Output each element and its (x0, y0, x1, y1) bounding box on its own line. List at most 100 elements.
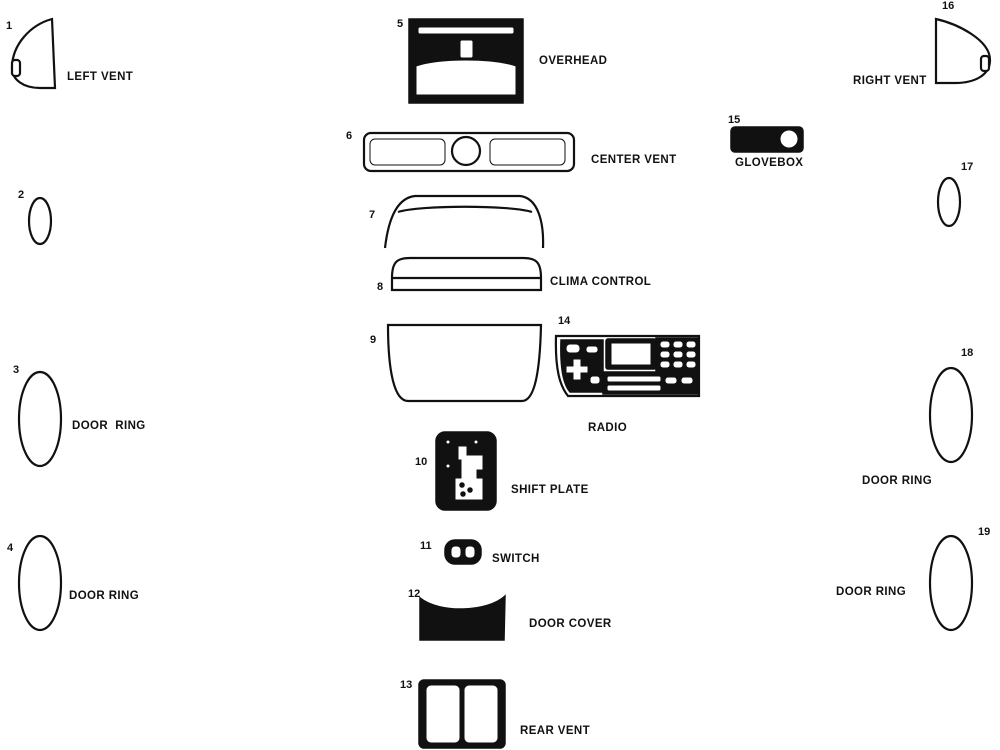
part-number: 14 (558, 315, 571, 327)
radio-key (664, 376, 678, 385)
switch-opening-right (464, 545, 476, 559)
center-vent-right-opening (489, 138, 566, 166)
part-number: 16 (942, 0, 954, 12)
center-vent-knob (450, 135, 482, 167)
radio-key (659, 360, 671, 369)
part-number: 3 (13, 364, 19, 376)
panel-shape (386, 323, 543, 403)
part-label: RADIO (588, 422, 627, 434)
part-4-door-ring: 4 DOOR RING (7, 534, 139, 632)
part-17-oval: 17 (936, 161, 973, 228)
radio-key (685, 360, 697, 369)
part-10-shift-plate: 10 SHIFT PLATE (415, 431, 589, 511)
part-1-left-vent: 1 LEFT VENT (6, 17, 133, 90)
part-number: 12 (408, 588, 420, 600)
door-cover-shape (419, 594, 506, 641)
radio-preset-bar (606, 384, 662, 392)
part-number: 11 (420, 540, 432, 552)
part-number: 7 (369, 209, 375, 221)
bezel-inner (397, 205, 533, 214)
oval-ring (27, 196, 53, 246)
shift-dot (467, 487, 473, 493)
part-number: 18 (961, 347, 973, 359)
part-13-rear-vent: 13 REAR VENT (400, 679, 590, 749)
overhead-opening (415, 59, 517, 96)
radio-key (672, 340, 684, 349)
overhead-slot (417, 26, 515, 35)
switch-opening-left (450, 545, 462, 559)
part-number: 15 (728, 114, 740, 126)
part-number: 6 (346, 130, 352, 142)
shift-dot (445, 439, 451, 445)
radio-small-button (589, 375, 601, 385)
part-14-radio: 14 RADIO (554, 315, 701, 434)
radio-key (659, 350, 671, 359)
shift-dot (473, 439, 479, 445)
part-11-switch: 11 SWITCH (420, 539, 540, 565)
radio-display-window (610, 342, 652, 366)
part-label: GLOVEBOX (735, 157, 803, 169)
radio-key (659, 340, 671, 349)
part-number: 17 (961, 161, 973, 173)
door-ring-shape (928, 534, 974, 632)
part-number: 1 (6, 20, 12, 32)
radio-cross-button (565, 358, 589, 381)
oval-ring (936, 176, 962, 228)
right-vent-tab (979, 54, 991, 73)
part-number: 4 (7, 542, 14, 554)
left-vent-tab (10, 58, 22, 78)
part-label: LEFT VENT (67, 71, 133, 83)
radio-small-button (585, 345, 599, 354)
rear-vent-left-opening (425, 684, 461, 744)
glovebox-lock-hole (779, 129, 799, 149)
part-label: DOOR RING (72, 420, 146, 432)
radio-key (685, 350, 697, 359)
part-8-clima-control: 8 CLIMA CONTROL (377, 256, 651, 293)
part-number: 9 (370, 334, 376, 346)
door-ring-shape (928, 366, 974, 464)
part-number: 5 (397, 18, 403, 30)
part-19-door-ring: 19 DOOR RING (836, 526, 990, 632)
part-label: DOOR COVER (529, 618, 612, 630)
part-label: CENTER VENT (591, 154, 677, 166)
part-label: DOOR RING (69, 590, 139, 602)
part-label: OVERHEAD (539, 55, 607, 67)
part-number: 8 (377, 281, 383, 293)
door-ring-shape (17, 534, 63, 632)
door-ring-shape (17, 370, 63, 468)
left-vent-shape (10, 17, 57, 90)
part-16-right-vent: 16 RIGHT VENT (853, 0, 992, 87)
radio-key (680, 376, 694, 385)
part-number: 13 (400, 679, 412, 691)
center-vent-left-opening (369, 138, 446, 166)
part-label: REAR VENT (520, 725, 590, 737)
clima-control-frame (390, 256, 543, 292)
part-label: SWITCH (492, 553, 540, 565)
part-label: SHIFT PLATE (511, 484, 589, 496)
rear-vent-right-opening (463, 684, 499, 744)
part-label: CLIMA CONTROL (550, 276, 651, 288)
bezel-outer (383, 194, 545, 249)
switch-frame (444, 539, 482, 565)
part-label: DOOR RING (862, 475, 932, 487)
part-label: DOOR RING (836, 586, 906, 598)
radio-key (672, 360, 684, 369)
part-6-center-vent: 6 CENTER VENT (346, 130, 677, 173)
shift-dot (459, 482, 465, 488)
part-number: 10 (415, 456, 427, 468)
part-number: 19 (978, 526, 990, 538)
part-3-door-ring: 3 DOOR RING (13, 364, 146, 468)
part-9-panel: 9 (370, 323, 543, 403)
part-7-bezel: 7 (369, 194, 545, 249)
radio-knob-slot (565, 343, 581, 354)
right-vent-shape (934, 17, 992, 85)
radio-key (685, 340, 697, 349)
part-12-door-cover: 12 DOOR COVER (408, 588, 612, 641)
radio-key (672, 350, 684, 359)
radio-preset-bar (606, 375, 662, 383)
shift-dot (445, 463, 451, 469)
overhead-switch (459, 39, 474, 59)
part-label: RIGHT VENT (853, 75, 927, 87)
part-number: 2 (18, 189, 24, 201)
